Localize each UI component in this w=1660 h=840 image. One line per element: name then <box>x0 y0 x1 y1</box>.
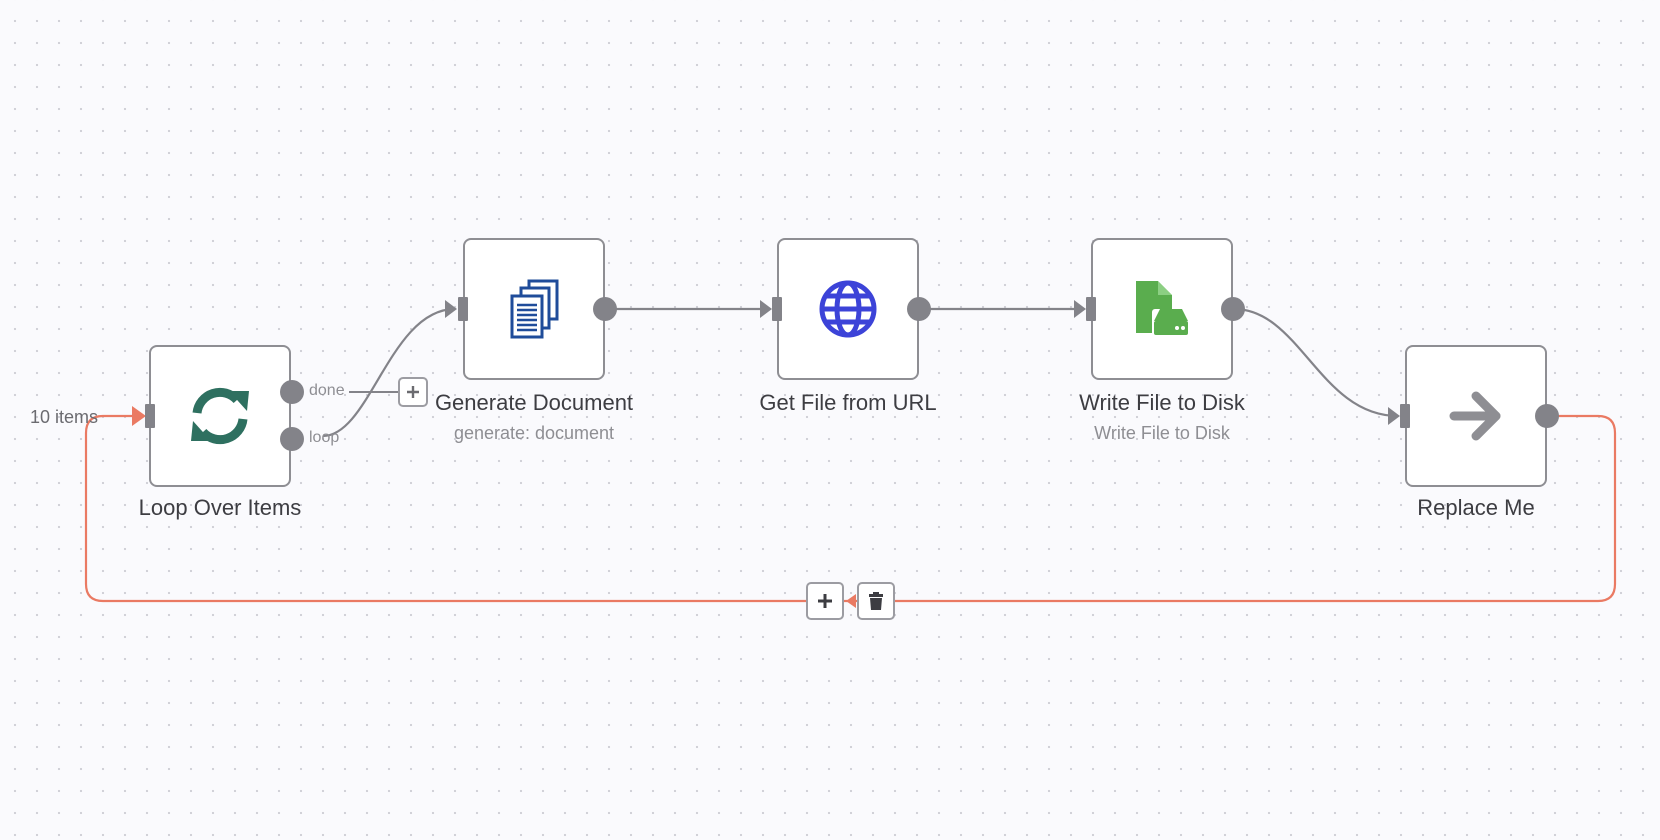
connection-arrowhead <box>132 406 146 426</box>
trash-icon <box>869 592 883 610</box>
edge-delete-button[interactable] <box>857 582 895 620</box>
connection-arrowhead <box>1074 300 1086 318</box>
input-handle[interactable] <box>772 297 782 321</box>
output-handle-done[interactable] <box>280 380 304 404</box>
node-subtitle-write-file-to-disk: Write File to Disk <box>1094 423 1230 443</box>
add-icon <box>407 386 419 398</box>
input-handle[interactable] <box>1086 297 1096 321</box>
node-replace-me[interactable] <box>1405 345 1547 487</box>
connection-loop-to-generate-document[interactable] <box>322 307 456 438</box>
output-handle[interactable] <box>1535 404 1559 428</box>
node-write-file-to-disk[interactable] <box>1091 238 1233 380</box>
node-label-loop-over-items: Loop Over Items <box>138 495 302 520</box>
connection-write-file-to-replace-me[interactable] <box>1233 307 1399 418</box>
input-handle[interactable] <box>458 297 468 321</box>
input-handle[interactable] <box>145 404 155 428</box>
items-count-label: 10 items <box>30 407 99 427</box>
node-loop-over-items[interactable] <box>149 345 291 487</box>
input-handle[interactable] <box>1400 404 1410 428</box>
connection-arrowhead <box>760 300 772 318</box>
documents-icon <box>509 279 559 339</box>
output-label-done: done <box>309 382 345 399</box>
node-label-get-file-from-url: Get File from URL <box>759 390 937 415</box>
node-label-replace-me: Replace Me <box>1417 495 1535 520</box>
node-label-generate-document: Generate Document <box>434 390 634 415</box>
add-icon <box>818 594 832 608</box>
output-handle-loop[interactable] <box>280 427 304 451</box>
node-label-write-file-to-disk: Write File to Disk <box>1079 390 1245 415</box>
output-handle[interactable] <box>907 297 931 321</box>
sync-icon <box>187 383 253 449</box>
node-generate-document[interactable] <box>463 238 605 380</box>
globe-icon <box>818 279 878 339</box>
connection-arrowhead <box>445 300 457 318</box>
connection-direction-marker <box>846 594 856 608</box>
connection-arrowhead <box>1388 407 1400 425</box>
node-get-file-from-url[interactable] <box>777 238 919 380</box>
node-subtitle-generate-document: generate: document <box>453 423 615 443</box>
file-drive-icon <box>1132 279 1192 339</box>
output-handle[interactable] <box>1221 297 1245 321</box>
edge-add-node-button[interactable] <box>806 582 844 620</box>
output-handle[interactable] <box>593 297 617 321</box>
output-label-loop: loop <box>309 429 340 446</box>
arrow-right-icon <box>1448 388 1504 444</box>
add-node-button[interactable] <box>398 377 428 407</box>
